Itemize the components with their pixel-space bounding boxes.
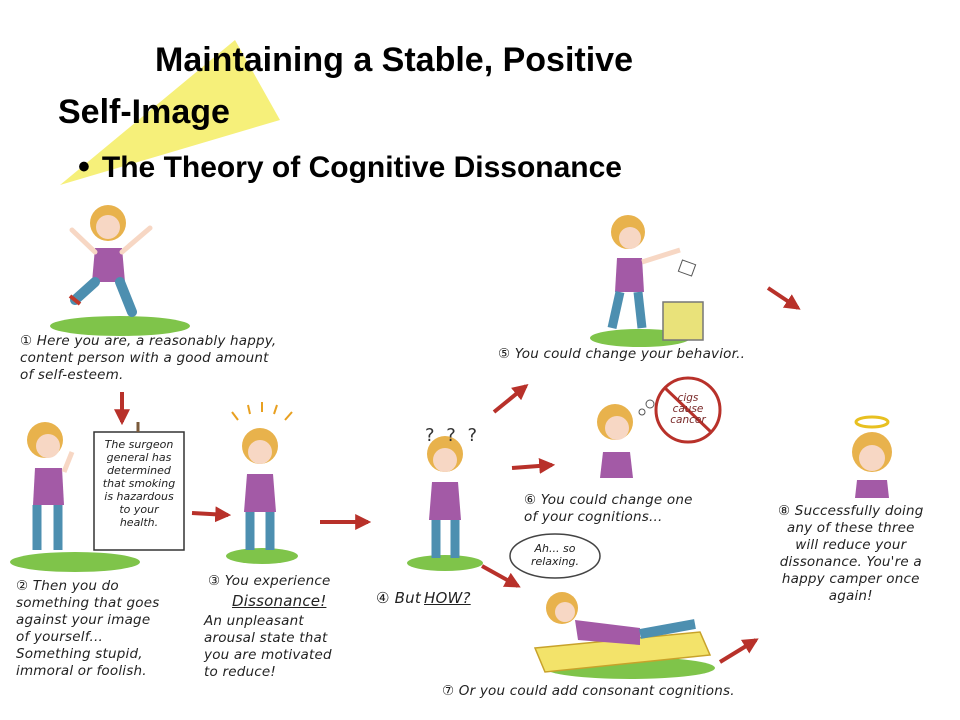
figure-dissonance [231, 402, 293, 550]
grass-2 [10, 552, 140, 572]
arrow-7-to-8 [718, 638, 759, 664]
figure-relaxing [509, 533, 712, 673]
step-8-caption: ⑧ Successfully doing any of these three … [778, 503, 924, 604]
bullet-dot-icon: • [78, 148, 90, 186]
slide-title: Maintaining a Stable, Positive [155, 41, 633, 79]
arrow-5-to-8 [766, 286, 801, 310]
figure-halo [852, 415, 892, 498]
step-1-caption: ① Here you are, a reasonably happy, cont… [20, 333, 277, 383]
step-3-caption-a: ③ You experience [208, 573, 331, 589]
trash-can [662, 301, 704, 341]
question-marks: ? ? ? [425, 425, 481, 446]
bullet-text: The Theory of Cognitive Dissonance [101, 150, 622, 184]
figure-happy-jumping [68, 205, 153, 317]
arrow-4-to-7 [481, 564, 521, 588]
slide-title-line2: Self-Image [58, 93, 230, 131]
step-2-caption: ② Then you do something that goes agains… [16, 578, 160, 679]
step-4-caption-b: HOW? [424, 589, 471, 607]
grass-1 [50, 316, 190, 336]
grass-4 [407, 555, 483, 571]
arrow-2-to-3 [191, 506, 232, 523]
step-3-caption-b: Dissonance! [232, 592, 327, 610]
figure-change-behavior [607, 215, 704, 341]
figure-change-cognition [597, 376, 722, 478]
no-cigs-sign-text: cigs cause cancer [670, 392, 706, 426]
speech-bubble [509, 533, 601, 579]
arrow-4-to-6 [511, 457, 556, 474]
bullet-item: • The Theory of Cognitive Dissonance [78, 148, 622, 187]
step-3-caption-c: An unpleasant arousal state that you are… [204, 613, 332, 680]
figure-smoking [27, 422, 185, 551]
arrow-4-to-5 [492, 383, 529, 414]
step-4-caption-a: ④ But [376, 589, 421, 607]
step-7-caption: ⑦ Or you could add consonant cognitions. [442, 683, 735, 699]
flow-arrows [114, 286, 801, 664]
warning-sign [93, 431, 185, 551]
speech-bubble-text: Ah... so relaxing. [530, 542, 580, 568]
halo-icon [854, 415, 890, 429]
grass-3 [226, 548, 298, 564]
step-5-caption: ⑤ You could change your behavior.. [498, 346, 746, 362]
figure-confused [427, 436, 463, 558]
accent-triangle [60, 40, 280, 185]
step-6-caption: ⑥ You could change one of your cognition… [524, 492, 693, 525]
warning-sign-text: The surgeon general has determined that … [102, 438, 176, 529]
cartoon-illustration [10, 205, 892, 679]
